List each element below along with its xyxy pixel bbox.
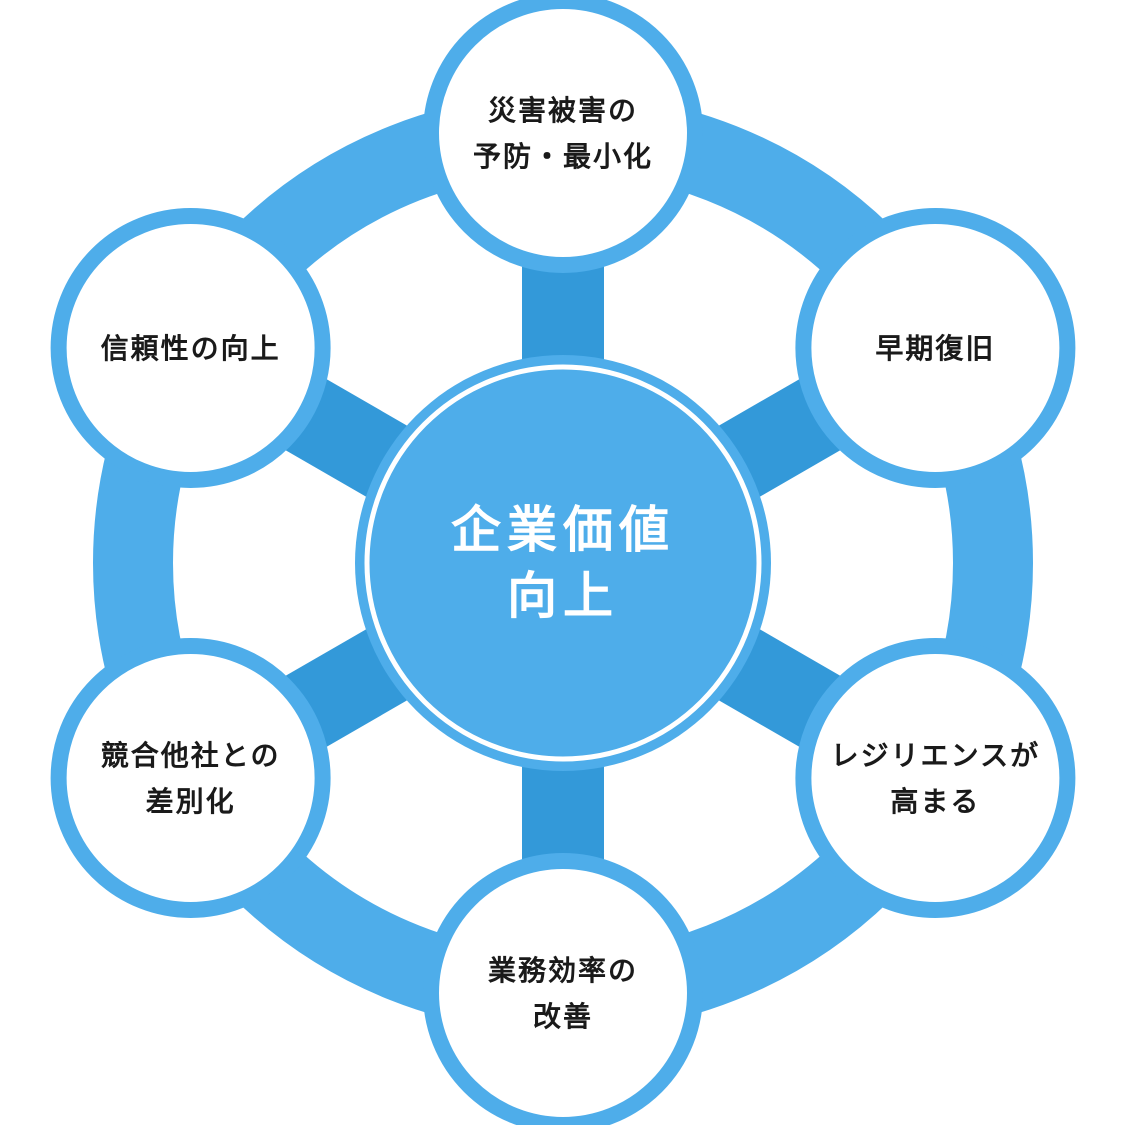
- node-lower-left-line-1: 競合他社との: [101, 739, 281, 772]
- node-bottom: 業務効率の 改善: [423, 853, 703, 1130]
- node-upper-right-circle: [795, 208, 1076, 488]
- node-lower-left-circle: [50, 638, 331, 918]
- node-lower-left: 競合他社との 差別化: [50, 638, 331, 918]
- node-top: 災害被害の 予防・最小化: [423, 0, 703, 273]
- node-top-line-1: 災害被害の: [488, 94, 638, 127]
- node-lower-right: レジリエンスが 高まる: [795, 638, 1076, 918]
- node-top-line-2: 予防・最小化: [473, 140, 653, 173]
- node-upper-left: 信頼性の向上: [50, 208, 331, 488]
- nodes-layer: 災害被害の 予防・最小化 早期復旧 レジリエンスが 高まる 業務効率の 改善 競…: [50, 0, 1076, 1130]
- node-bottom-line-2: 改善: [533, 1000, 593, 1033]
- node-upper-left-line-1: 信頼性の向上: [101, 332, 281, 365]
- center-text-line-2: 向上: [507, 567, 619, 625]
- center-layer: 企業価値 向上: [355, 355, 771, 771]
- node-upper-right-line-1: 早期復旧: [875, 332, 995, 365]
- center-inner-ring: [364, 364, 762, 762]
- node-upper-left-circle: [50, 208, 331, 488]
- node-lower-right-line-1: レジリエンスが: [831, 739, 1040, 772]
- node-lower-left-line-2: 差別化: [146, 785, 236, 818]
- node-lower-right-circle: [795, 638, 1076, 918]
- node-bottom-circle: [423, 853, 703, 1130]
- node-bottom-line-1: 業務効率の: [488, 954, 638, 987]
- center-circle: [355, 355, 771, 771]
- node-lower-right-line-2: 高まる: [890, 785, 980, 818]
- node-top-circle: [423, 0, 703, 273]
- node-upper-right: 早期復旧: [795, 208, 1076, 488]
- center-text-line-1: 企業価値: [451, 501, 675, 559]
